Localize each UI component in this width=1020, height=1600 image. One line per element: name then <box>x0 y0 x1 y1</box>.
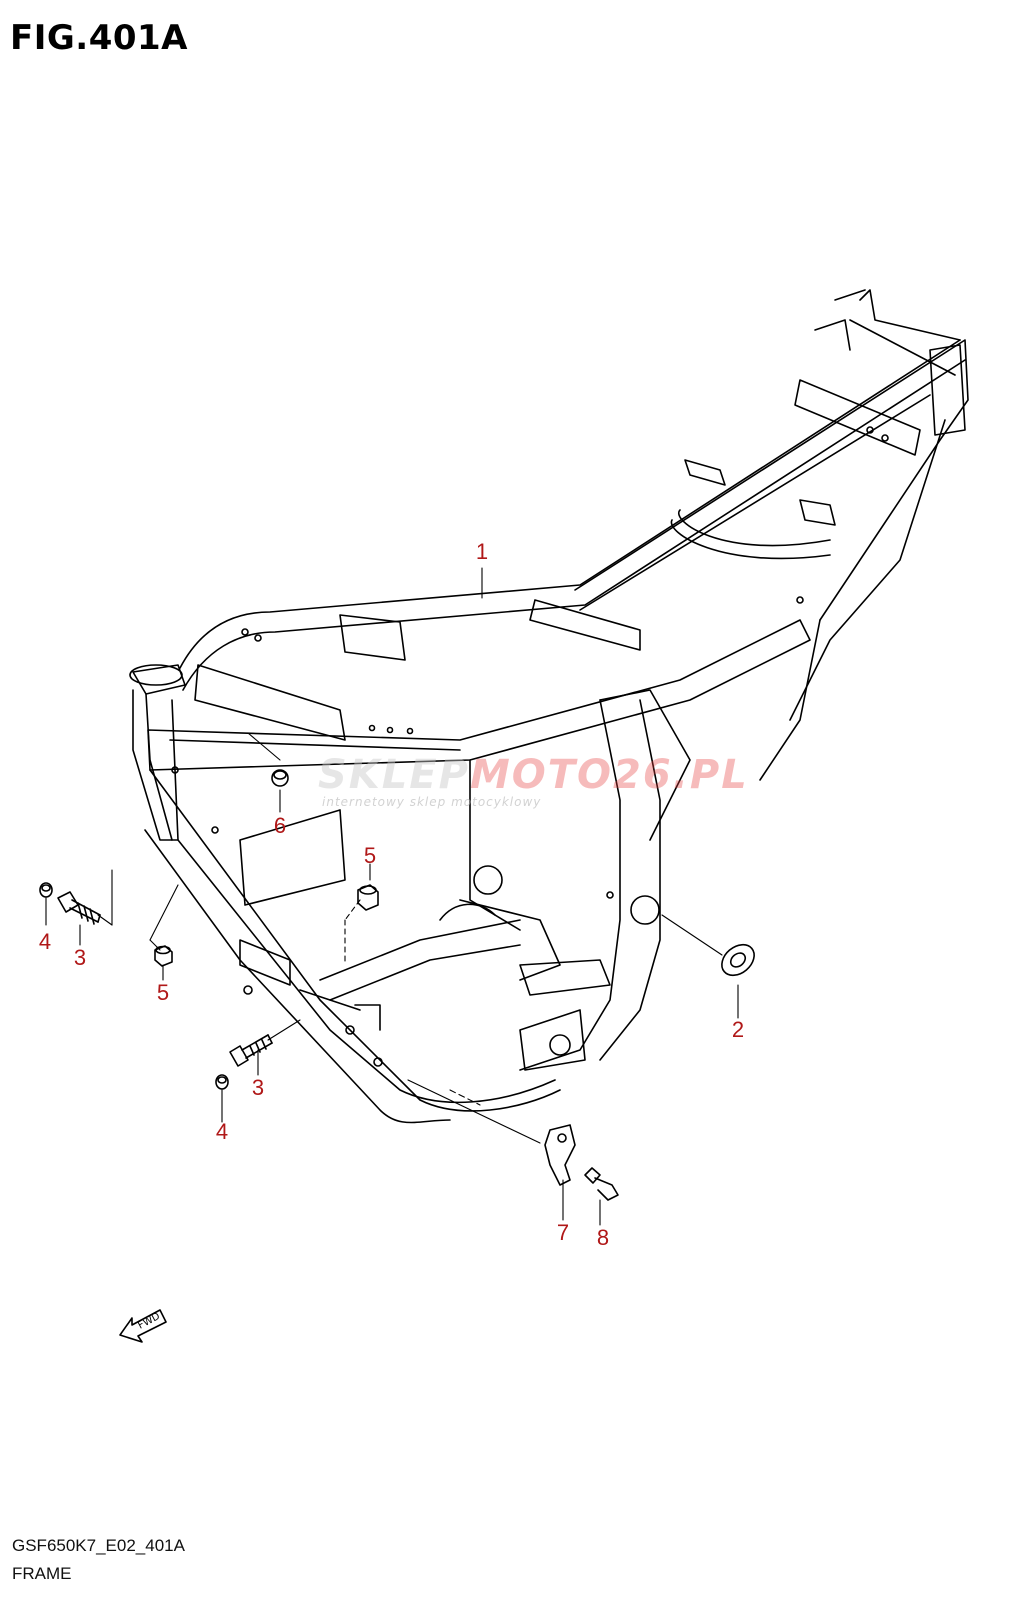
figure-code: GSF650K7_E02_401A <box>12 1536 185 1555</box>
callout-5-upper: 5 <box>363 843 377 868</box>
bolt-part-3-lower <box>229 1034 273 1067</box>
frame-assembly <box>129 289 969 1124</box>
grommet-part-2 <box>721 943 755 977</box>
watermark-tagline: internetowy sklep motocyklowy <box>322 795 542 809</box>
callout-5-lower: 5 <box>156 980 170 1005</box>
bolt-part-3-upper <box>57 891 101 925</box>
cap-part-4-lower <box>215 1074 229 1090</box>
callout-3-lower: 3 <box>251 1075 265 1100</box>
callout-4-lower: 4 <box>215 1119 229 1144</box>
callout-3-upper: 3 <box>73 945 87 970</box>
callout-2: 2 <box>731 1017 745 1042</box>
bracket-part-7 <box>544 1124 576 1186</box>
plug-part-6 <box>271 769 289 787</box>
callout-7: 7 <box>556 1220 570 1245</box>
nut-part-5-lower <box>154 945 173 967</box>
cap-part-4-upper <box>39 882 53 898</box>
forward-arrow-icon: FWD <box>119 1309 167 1343</box>
callout-8: 8 <box>596 1225 610 1250</box>
watermark-logo: SKLEPMOTO26.PL <box>318 752 749 798</box>
figure-name: FRAME <box>12 1564 72 1583</box>
bolt-part-8 <box>584 1167 619 1201</box>
leader-lines <box>45 567 739 1226</box>
callout-6: 6 <box>273 813 287 838</box>
figure-title: FIG.401A <box>10 18 188 58</box>
callout-4-upper: 4 <box>38 929 52 954</box>
callout-1: 1 <box>475 539 489 564</box>
nut-part-5-upper <box>357 884 379 911</box>
fwd-label: FWD <box>136 1311 162 1332</box>
